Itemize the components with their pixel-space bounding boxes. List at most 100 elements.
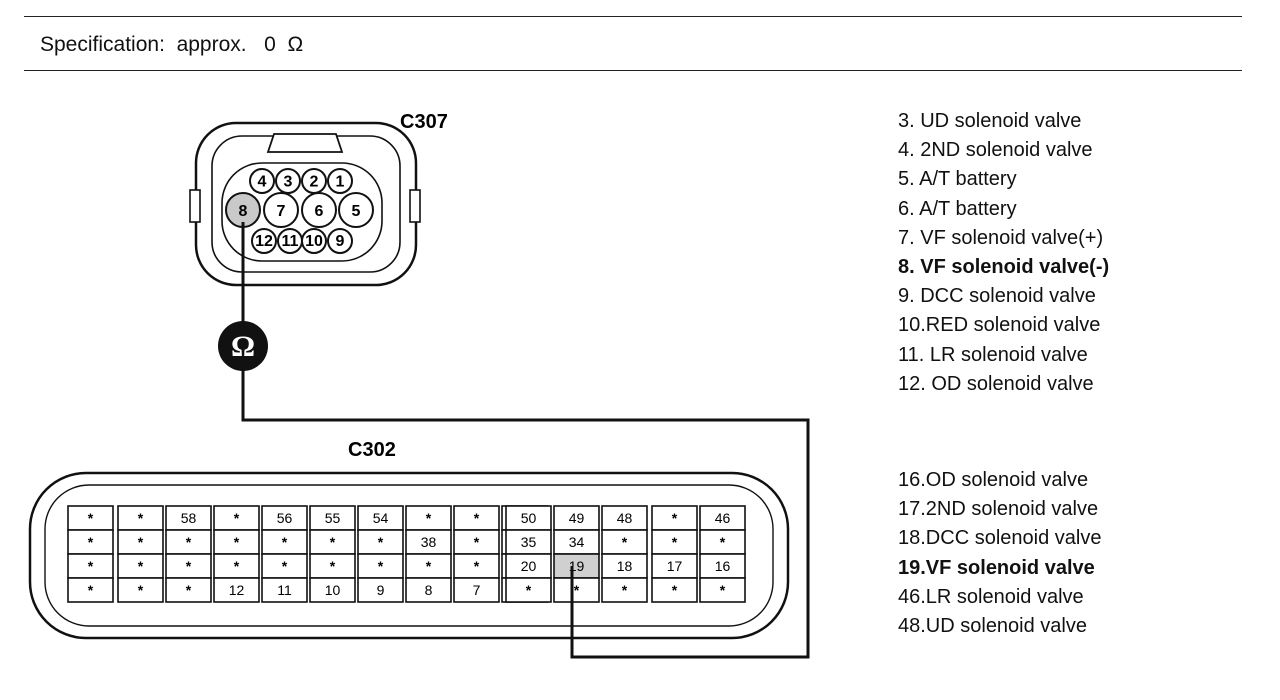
c302-cell-label: * (622, 582, 628, 598)
c302-cell-box (405, 505, 452, 531)
c302-cell: * (699, 577, 746, 603)
c302-cell: 34 (553, 529, 600, 555)
c307-pin-circle (301, 228, 327, 254)
c307-pin: 6 (301, 192, 337, 228)
c302-cell: * (651, 529, 698, 555)
legend-item: 9. DCC solenoid valve (898, 285, 1096, 308)
legend-item: 48.UD solenoid valve (898, 614, 1087, 637)
c302-cell-label: 55 (325, 510, 341, 526)
c302-cell: * (651, 577, 698, 603)
c307-pin: 3 (275, 168, 301, 194)
c302-cell-box (651, 577, 698, 603)
c302-cell-box (213, 577, 260, 603)
c302-cell-label: * (378, 558, 384, 574)
c302-label: C302 (348, 439, 396, 461)
c302-cell: * (117, 505, 164, 531)
c302-cell-label: * (88, 510, 94, 526)
c302-cell-box (165, 505, 212, 531)
c307-pin-circle (327, 168, 353, 194)
c302-cell-label: 54 (373, 510, 389, 526)
c302-cell: * (357, 553, 404, 579)
c302-cell-box (505, 577, 552, 603)
c302-cell-box (213, 553, 260, 579)
c302-cell-label: * (574, 582, 580, 598)
c302-cell-box (309, 577, 356, 603)
c302-cell-box (453, 505, 500, 531)
c302-cell: 55 (309, 505, 356, 531)
c302-cell: * (651, 505, 698, 531)
c302-cell: 17 (651, 553, 698, 579)
c302-cell-label: * (234, 510, 240, 526)
c302-cell-label: * (720, 534, 726, 550)
c302-cell: * (67, 529, 114, 555)
c307-pin: 5 (338, 192, 374, 228)
c307-pin-circle (275, 168, 301, 194)
c302-cell-label: 7 (473, 582, 481, 598)
c302-cell: 12 (213, 577, 260, 603)
c302-cell: * (213, 529, 260, 555)
c302-cell-box (261, 553, 308, 579)
c302-cell-label: * (282, 534, 288, 550)
c302-cell-box (453, 577, 500, 603)
c302-cell-label: * (186, 582, 192, 598)
c302-cell-label: * (426, 558, 432, 574)
c307-pin-circle (338, 192, 374, 228)
legend-item: 17.2ND solenoid valve (898, 498, 1099, 521)
c307-pin-circle (301, 192, 337, 228)
c302-cell-box (213, 529, 260, 555)
c307-pin-number: 6 (315, 203, 324, 220)
c302-cell: 50 (505, 505, 552, 531)
legend-item: 6. A/T battery (898, 197, 1017, 220)
ohm-icon: Ω (231, 330, 255, 363)
c302-cell-box (699, 505, 746, 531)
c302-cell-box (165, 577, 212, 603)
c302-cell-label: * (474, 558, 480, 574)
c302-cell-label: 20 (521, 558, 537, 574)
c302-cell-label: 34 (569, 534, 585, 550)
c302-cell-label: 10 (325, 582, 341, 598)
c302-cell-label: 38 (421, 534, 437, 550)
c302-cell: * (261, 529, 308, 555)
c302-cell: * (453, 505, 500, 531)
c302-cell: * (699, 529, 746, 555)
c302-cell: * (165, 553, 212, 579)
c302-cell-box (67, 505, 114, 531)
c302-cell-label: 49 (569, 510, 585, 526)
c302-cell: 46 (699, 505, 746, 531)
c302-cell: 48 (601, 505, 648, 531)
c307-pin-circle (263, 192, 299, 228)
header-bottom-rule (24, 70, 1242, 71)
c302-cell: * (117, 553, 164, 579)
c302-cell: * (309, 553, 356, 579)
c302-cell-label: 8 (425, 582, 433, 598)
c302-cell: * (117, 529, 164, 555)
c307-pin-number: 7 (277, 203, 286, 220)
c307-pin-number: 5 (352, 203, 361, 220)
c302-cell-label: * (186, 534, 192, 550)
c307-pin: 11 (277, 228, 303, 254)
c307-pin-number: 9 (336, 233, 345, 250)
legend-item: 8. VF solenoid valve(-) (898, 255, 1110, 278)
c302-cell-group: **** (67, 505, 114, 603)
c302-cell: * (67, 577, 114, 603)
c307-label: C307 (400, 111, 448, 133)
c302-cell-box (453, 529, 500, 555)
c302-cell-label: 35 (521, 534, 537, 550)
c307-pin-number: 1 (336, 173, 345, 190)
c302-cell: 7 (453, 577, 500, 603)
c302-cell: 56 (261, 505, 308, 531)
legend-item: 12. OD solenoid valve (898, 372, 1094, 395)
c307-pin: 12 (251, 228, 277, 254)
c302-cell-label: * (138, 534, 144, 550)
c302-cell-label: * (88, 582, 94, 598)
c302-cell-label: * (88, 534, 94, 550)
c307-pin-number: 3 (284, 173, 293, 190)
c302-cell-label: * (672, 582, 678, 598)
c302-cell-box (67, 577, 114, 603)
c307-pin-circle (251, 228, 277, 254)
probe-wire-lower (241, 370, 810, 659)
ohmmeter-body (218, 321, 268, 371)
